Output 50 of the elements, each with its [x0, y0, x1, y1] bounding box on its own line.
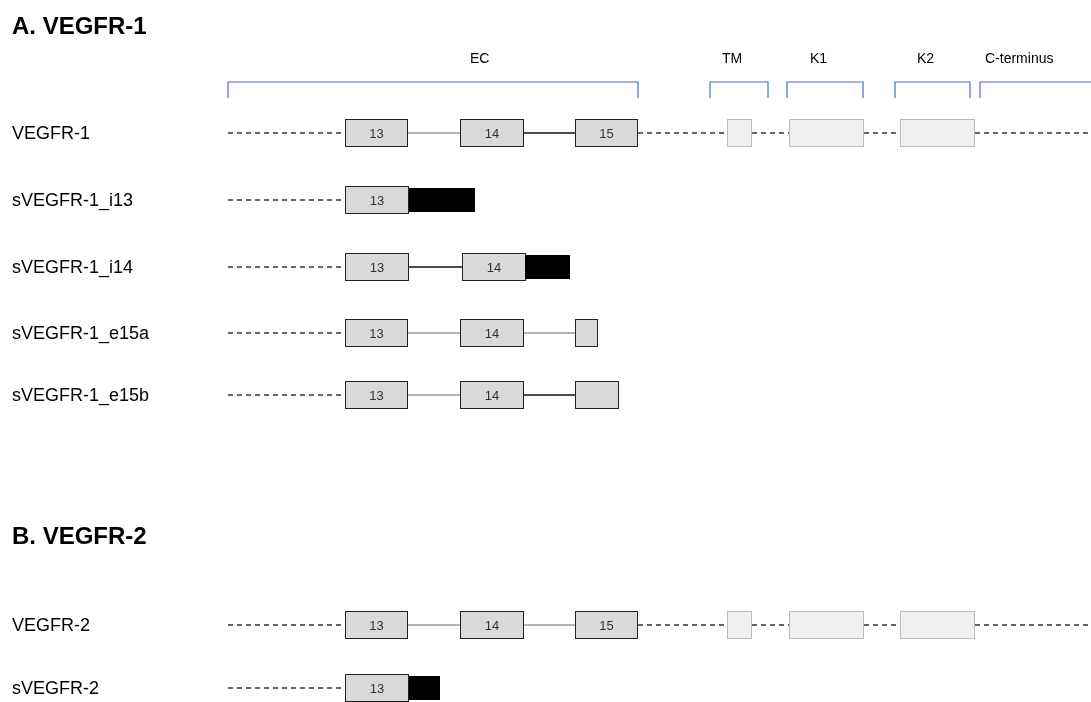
retained-intron-bar	[409, 676, 440, 700]
dashed-line	[974, 132, 1091, 134]
domain-box	[900, 611, 975, 639]
domain-box	[727, 611, 752, 639]
retained-intron-bar	[525, 255, 570, 279]
exon-box: 14	[462, 253, 526, 281]
domain-box	[727, 119, 752, 147]
section-title: A. VEGFR-1	[12, 12, 147, 40]
intron-line	[407, 394, 461, 396]
exon-box: 13	[345, 611, 408, 639]
row-label: sVEGFR-2	[12, 678, 99, 699]
row-label: sVEGFR-1_i14	[12, 257, 134, 278]
row-label: sVEGFR-1_i13	[12, 190, 134, 211]
domain-label: TM	[722, 50, 743, 66]
intron-line	[407, 332, 461, 334]
row-label: sVEGFR-1_e15a	[12, 323, 150, 344]
exon-box: 13	[345, 381, 408, 409]
exon-box	[575, 381, 619, 409]
row-label: VEGFR-2	[12, 615, 90, 636]
exon-box: 14	[460, 381, 524, 409]
dashed-line	[974, 624, 1091, 626]
exon-box: 13	[345, 119, 408, 147]
exon-box: 15	[575, 119, 638, 147]
exon-box: 14	[460, 319, 524, 347]
exon-box: 13	[345, 319, 408, 347]
exon-box: 15	[575, 611, 638, 639]
exon-box: 13	[345, 186, 409, 214]
intron-line	[523, 132, 576, 134]
retained-intron-bar	[409, 188, 475, 212]
exon-box: 13	[345, 674, 409, 702]
intron-line	[407, 132, 461, 134]
intron-line	[523, 394, 576, 396]
exon-box: 13	[345, 253, 409, 281]
exon-box: 14	[460, 119, 524, 147]
domain-label: EC	[470, 50, 490, 66]
intron-line	[408, 266, 463, 268]
domain-label: K2	[917, 50, 935, 66]
exon-box: 14	[460, 611, 524, 639]
intron-line	[407, 624, 461, 626]
intron-line	[523, 624, 576, 626]
domain-box	[789, 611, 864, 639]
domain-box	[789, 119, 864, 147]
row-label: sVEGFR-1_e15b	[12, 385, 150, 406]
row-label: VEGFR-1	[12, 123, 90, 144]
intron-line	[523, 332, 576, 334]
domain-label: K1	[810, 50, 828, 66]
domain-box	[900, 119, 975, 147]
domain-label: C-terminus	[985, 50, 1054, 66]
section-title: B. VEGFR-2	[12, 522, 147, 550]
exon-box	[575, 319, 598, 347]
